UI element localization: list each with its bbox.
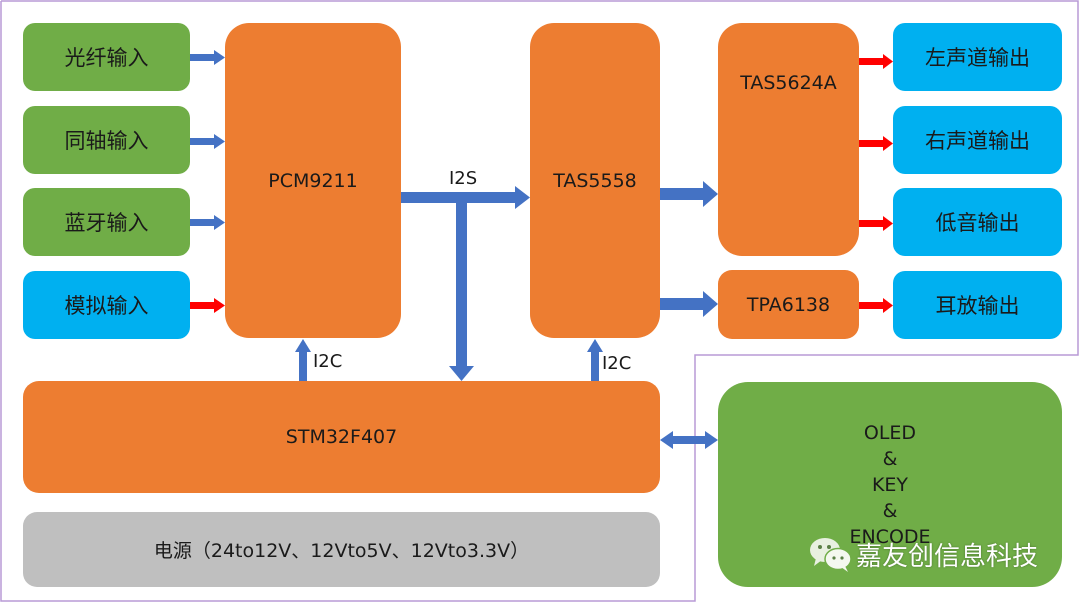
chip-tas5624a-label: TAS5624A	[740, 71, 837, 94]
chip-tas5624a: TAS5624A	[718, 23, 859, 256]
i2c-label-pcm: I2C	[313, 351, 343, 372]
chip-pcm9211-label: PCM9211	[268, 169, 358, 192]
arrow-mcu-ui-bidirectional	[660, 431, 718, 449]
ui-line-key: KEY	[871, 474, 909, 496]
arrow-i2s-bus	[401, 186, 530, 209]
input-coaxial-label: 同轴输入	[64, 129, 149, 153]
chip-stm32f407-label: STM32F407	[285, 426, 398, 448]
chip-pcm9211: PCM9211	[225, 23, 401, 338]
watermark-text: 嘉友创信息科技	[856, 541, 1039, 572]
i2s-label: I2S	[449, 168, 478, 189]
ui-line-oled: OLED	[863, 422, 917, 444]
output-bass: 低音输出	[893, 188, 1062, 256]
ui-line-encode: ENCODE	[849, 526, 931, 548]
output-headphone-label: 耳放输出	[935, 294, 1020, 318]
arrow-dsp-to-headphone-amp	[660, 291, 718, 317]
arrow-amp-to-left	[859, 54, 893, 69]
output-right-label: 右声道输出	[925, 129, 1030, 153]
output-bass-label: 低音输出	[935, 211, 1020, 235]
ui-line-amp-1: &	[882, 448, 898, 470]
power-supply: 电源（24to12V、12Vto5V、12Vto3.3V）	[23, 512, 660, 587]
ui-module-text: OLED & KEY & ENCODE	[849, 420, 930, 550]
arrow-i2s-to-mcu	[449, 203, 474, 381]
chip-tpa6138-label: TPA6138	[746, 293, 831, 316]
arrow-bluetooth-to-pcm	[190, 215, 225, 230]
arrow-i2c-to-dsp	[587, 339, 603, 381]
input-bluetooth: 蓝牙输入	[23, 188, 190, 256]
chip-stm32f407: STM32F407	[23, 381, 660, 493]
chip-tpa6138: TPA6138	[718, 270, 859, 339]
input-optical-label: 光纤输入	[64, 46, 149, 70]
ui-module: OLED & KEY & ENCODE	[718, 382, 1062, 587]
input-bluetooth-label: 蓝牙输入	[64, 211, 149, 235]
input-analog: 模拟输入	[23, 271, 190, 339]
arrow-analog-to-pcm	[190, 298, 225, 313]
arrow-optical-to-pcm	[190, 50, 225, 65]
arrow-amp-to-bass	[859, 216, 893, 231]
output-headphone: 耳放输出	[893, 271, 1062, 339]
output-left-channel: 左声道输出	[893, 23, 1062, 91]
chip-tas5558-label: TAS5558	[553, 169, 637, 192]
ui-line-amp-2: &	[882, 500, 898, 522]
arrow-hp-to-headphone	[859, 298, 893, 313]
i2c-label-dsp: I2C	[602, 353, 632, 374]
arrow-amp-to-right	[859, 136, 893, 151]
arrow-dsp-to-amplifier	[660, 181, 718, 207]
output-right-channel: 右声道输出	[893, 106, 1062, 174]
input-analog-label: 模拟输入	[64, 294, 149, 318]
output-left-label: 左声道输出	[925, 46, 1030, 70]
wechat-icon	[810, 538, 852, 572]
power-supply-label: 电源（24to12V、12Vto5V、12Vto3.3V）	[153, 540, 530, 562]
chip-tas5558: TAS5558	[530, 23, 660, 338]
input-coaxial: 同轴输入	[23, 106, 190, 174]
watermark: 嘉友创信息科技	[808, 534, 1038, 574]
arrow-i2c-to-pcm	[295, 339, 311, 381]
arrow-coaxial-to-pcm	[190, 134, 225, 149]
input-optical: 光纤输入	[23, 23, 190, 91]
